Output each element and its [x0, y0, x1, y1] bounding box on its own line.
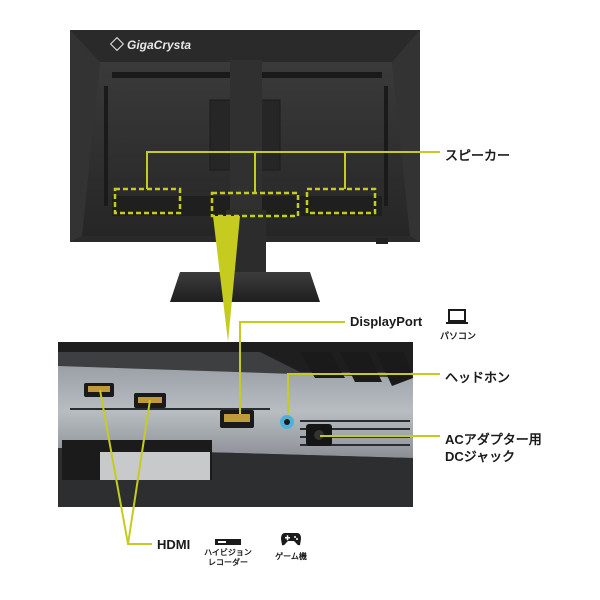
brand-logo-mark — [109, 36, 125, 52]
brand-logo-text: GigaCrysta — [127, 38, 192, 52]
brand-logo: GigaCrysta — [109, 36, 192, 52]
port-panel-closeup — [58, 342, 413, 507]
laptop-icon — [446, 308, 468, 326]
zoom-funnel — [213, 216, 240, 342]
port-leader-lines — [99, 321, 440, 545]
speaker-leader-lines — [146, 151, 440, 193]
recorder-icon — [214, 534, 242, 545]
displayport-label: DisplayPort — [350, 314, 423, 329]
gamepad-icon — [280, 531, 302, 547]
hd-recorder-label-line2: レコーダー — [208, 558, 248, 567]
pc-label: パソコン — [440, 331, 477, 341]
ac-adapter-label-line1: ACアダプター用 — [445, 432, 542, 447]
game-console-label: ゲーム機 — [275, 552, 307, 561]
hd-recorder-label-line1: ハイビジョン — [204, 548, 252, 557]
headphone-label: ヘッドホン — [445, 370, 511, 385]
ac-adapter-label-line2: DCジャック — [445, 449, 516, 464]
speaker-label: スピーカー — [445, 148, 511, 163]
hdmi-label: HDMI — [157, 537, 191, 552]
